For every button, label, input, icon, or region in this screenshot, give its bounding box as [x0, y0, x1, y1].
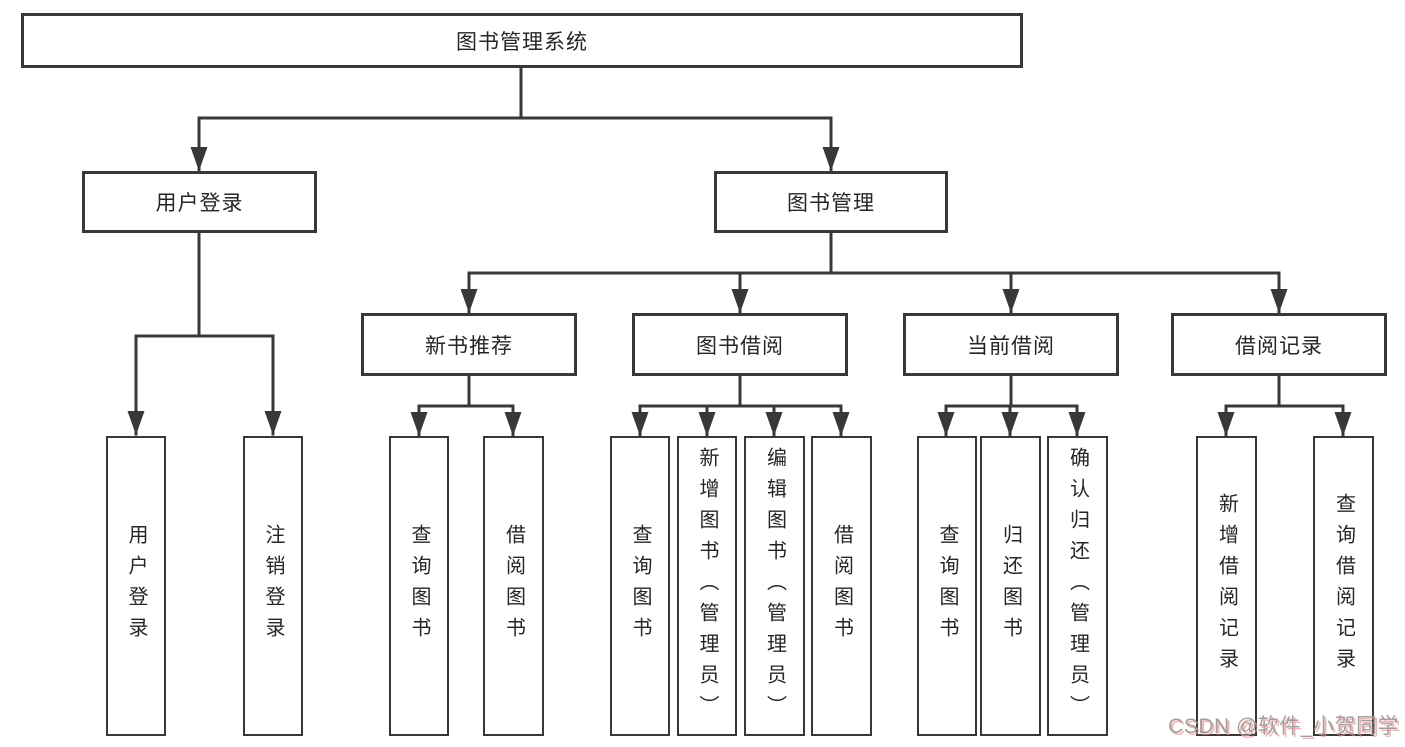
node-user-login: 用户登录 — [82, 171, 317, 233]
node-label: 借阅记录 — [1235, 334, 1323, 358]
node-label: 图书借阅 — [696, 334, 784, 358]
leaf-logout: 注销登录 — [243, 436, 303, 736]
node-label: 查询图书 — [629, 524, 651, 648]
leaf-user-login: 用户登录 — [106, 436, 166, 736]
leaf-edit-books-admin: 编辑图书（管理员） — [744, 436, 805, 736]
node-label: 查询图书 — [936, 524, 958, 648]
node-label: 归还图书 — [999, 524, 1022, 648]
leaf-borrow-books-borrowing: 借阅图书 — [811, 436, 872, 736]
leaf-query-books-recommend: 查询图书 — [389, 436, 449, 736]
leaf-confirm-return-admin: 确认归还（管理员） — [1047, 436, 1108, 736]
node-label: 新增图书（管理员） — [696, 446, 718, 726]
node-label: 新增借阅记录 — [1215, 493, 1238, 679]
node-label: 查询借阅记录 — [1332, 493, 1355, 679]
node-label: 用户登录 — [125, 524, 147, 648]
node-label: 图书管理系统 — [456, 30, 588, 54]
csdn-watermark: CSDN @软件_小贺同学 — [1168, 715, 1399, 738]
node-label: 编辑图书（管理员） — [763, 446, 786, 726]
node-label: 确认归还（管理员） — [1066, 446, 1089, 726]
node-label: 借阅图书 — [502, 524, 525, 648]
node-book-management: 图书管理 — [714, 171, 948, 233]
leaf-add-books-admin: 新增图书（管理员） — [677, 436, 737, 736]
node-label: 当前借阅 — [967, 334, 1055, 358]
node-current-borrowing: 当前借阅 — [903, 313, 1119, 376]
node-label: 新书推荐 — [425, 334, 513, 358]
node-book-management-system: 图书管理系统 — [21, 13, 1023, 68]
leaf-query-books-borrowing: 查询图书 — [610, 436, 670, 736]
node-borrowing-records: 借阅记录 — [1171, 313, 1387, 376]
node-new-book-recommendation: 新书推荐 — [361, 313, 577, 376]
node-book-borrowing: 图书借阅 — [632, 313, 848, 376]
leaf-query-books-current: 查询图书 — [917, 436, 977, 736]
node-label: 图书管理 — [787, 192, 875, 215]
leaf-add-borrow-record: 新增借阅记录 — [1196, 436, 1257, 736]
node-label: 查询图书 — [408, 524, 430, 648]
leaf-return-books: 归还图书 — [980, 436, 1041, 736]
node-label: 借阅图书 — [830, 524, 853, 648]
leaf-query-borrow-record: 查询借阅记录 — [1313, 436, 1374, 736]
leaf-borrow-books-recommend: 借阅图书 — [483, 436, 544, 736]
node-label: 用户登录 — [155, 192, 244, 215]
node-label: 注销登录 — [262, 524, 284, 648]
